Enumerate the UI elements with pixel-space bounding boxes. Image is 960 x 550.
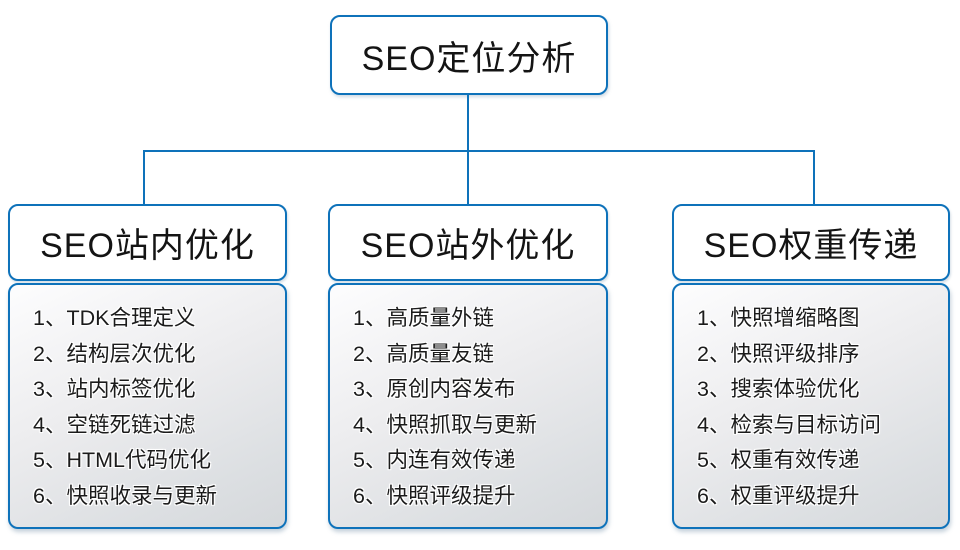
connector-drop-right	[813, 150, 815, 206]
connector-drop-left	[143, 150, 145, 206]
branch-weight-transfer: SEO权重传递 1、快照增缩略图 2、快照评级排序 3、搜索体验优化 4、检索与目标访…	[672, 204, 950, 529]
branch-weight-title: SEO权重传递	[672, 204, 950, 281]
list-item: 2、高质量友链	[353, 341, 494, 366]
list-item: 3、原创内容发布	[353, 377, 516, 401]
list-item: 5、权重有效传递	[697, 448, 860, 472]
list-item: 3、站内标签优化	[33, 377, 196, 401]
list-item: 1、高质量外链	[353, 306, 494, 330]
connector-horizontal-bar	[143, 150, 815, 152]
branch-onsite-optimization: SEO站内优化 1、TDK合理定义 2、结构层次优化 3、站内标签优化 4、空链死链过…	[8, 204, 287, 529]
branch-onsite-title: SEO站内优化	[8, 204, 287, 281]
list-item: 6、快照评级提升	[353, 483, 516, 508]
branch-offsite-optimization: SEO站外优化 1、高质量外链 2、高质量友链 3、原创内容发布 4、快照抓取与更新 5…	[328, 204, 608, 529]
branch-offsite-item-list: 1、高质量外链 2、高质量友链 3、原创内容发布 4、快照抓取与更新 5、内连有效传递 6…	[328, 283, 608, 529]
list-item: 6、快照收录与更新	[33, 483, 217, 508]
connector-root-drop	[467, 95, 469, 152]
list-item: 4、快照抓取与更新	[353, 412, 537, 437]
list-item: 2、快照评级排序	[697, 341, 860, 366]
list-item: 5、HTML代码优化	[33, 448, 211, 472]
list-item: 3、搜索体验优化	[697, 377, 860, 401]
list-item: 1、快照增缩略图	[697, 306, 860, 330]
list-item: 4、空链死链过滤	[33, 412, 196, 437]
list-item: 1、TDK合理定义	[33, 306, 196, 330]
list-item: 4、检索与目标访问	[697, 412, 881, 437]
list-item: 6、权重评级提升	[697, 483, 860, 508]
branch-onsite-item-list: 1、TDK合理定义 2、结构层次优化 3、站内标签优化 4、空链死链过滤 5、HTML代…	[8, 283, 287, 529]
list-item: 5、内连有效传递	[353, 448, 516, 472]
branch-weight-item-list: 1、快照增缩略图 2、快照评级排序 3、搜索体验优化 4、检索与目标访问 5、权重有效传…	[672, 283, 950, 529]
root-node: SEO定位分析	[330, 15, 608, 95]
branch-offsite-title: SEO站外优化	[328, 204, 608, 281]
root-node-title: SEO定位分析	[361, 39, 577, 78]
list-item: 2、结构层次优化	[33, 341, 196, 366]
connector-drop-center	[467, 150, 469, 206]
